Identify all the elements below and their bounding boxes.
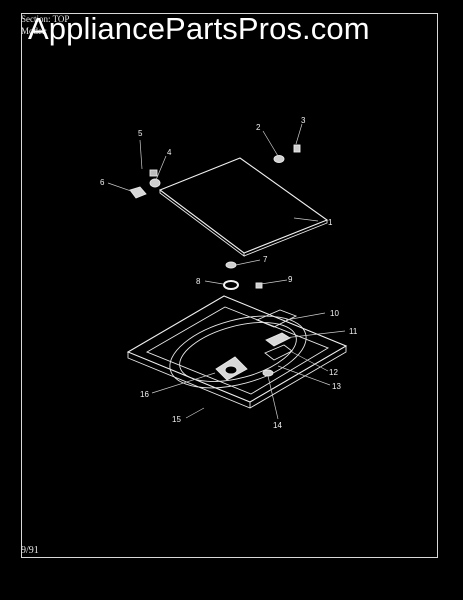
site-watermark: AppliancePartsPros.com bbox=[28, 11, 370, 46]
callout-6: 6 bbox=[100, 178, 105, 187]
callout-8: 8 bbox=[196, 277, 201, 286]
footer-rule bbox=[21, 557, 438, 558]
callout-2: 2 bbox=[256, 123, 261, 132]
washer-top-frame bbox=[126, 295, 348, 409]
callout-7: 7 bbox=[263, 255, 268, 264]
callout-16: 16 bbox=[140, 390, 149, 399]
revision-date: 9/91 bbox=[21, 545, 39, 556]
callout-10: 10 bbox=[330, 309, 339, 318]
callout-1: 1 bbox=[328, 218, 333, 227]
callout-9: 9 bbox=[288, 275, 293, 284]
callout-12: 12 bbox=[329, 368, 338, 377]
callout-15: 15 bbox=[172, 415, 181, 424]
callout-13: 13 bbox=[332, 382, 341, 391]
callout-leader-lines bbox=[107, 123, 346, 420]
callout-14: 14 bbox=[273, 421, 282, 430]
hinge-parts bbox=[129, 144, 301, 199]
top-lid-panel bbox=[158, 157, 329, 257]
callout-3: 3 bbox=[301, 116, 306, 125]
model-heading: Model: bbox=[21, 26, 47, 36]
callout-11: 11 bbox=[349, 327, 358, 336]
callout-4: 4 bbox=[167, 148, 172, 157]
callout-5: 5 bbox=[138, 129, 143, 138]
fastener-parts bbox=[223, 261, 263, 290]
callout-labels: 1 2 3 4 5 6 7 8 9 10 11 12 13 14 15 16 bbox=[100, 116, 358, 430]
section-heading: Section: TOP bbox=[21, 14, 70, 24]
